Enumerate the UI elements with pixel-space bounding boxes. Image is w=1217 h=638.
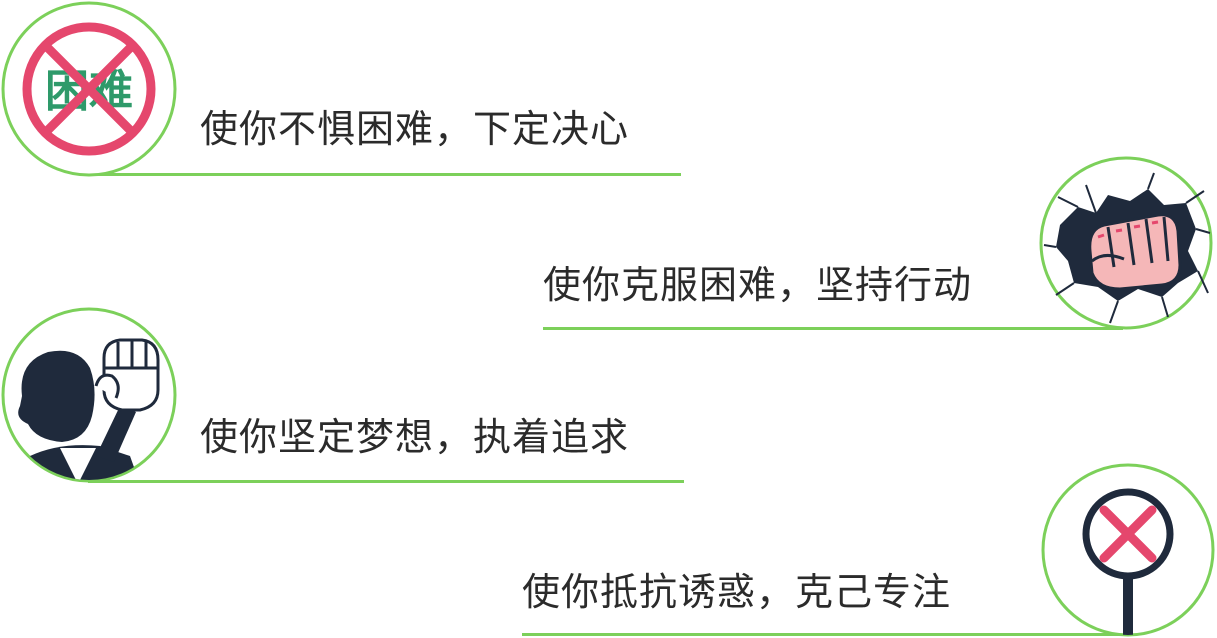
underline-3	[88, 480, 684, 483]
fist-breaking-wall-icon	[1039, 156, 1213, 330]
item-label-1: 使你不惧困难，下定决心	[200, 107, 630, 151]
item-label-4: 使你抵抗诱惑，克己专注	[522, 570, 952, 614]
x-sign-icon	[1041, 463, 1215, 637]
underline-4	[522, 633, 1122, 636]
underline-2	[543, 327, 1123, 330]
raised-fist-person-icon	[1, 307, 177, 483]
underline-1	[95, 173, 681, 176]
item-label-3: 使你坚定梦想，执着追求	[200, 415, 630, 459]
no-difficulty-icon: 困难	[1, 1, 177, 177]
item-label-2: 使你克服困难，坚持行动	[543, 263, 973, 307]
